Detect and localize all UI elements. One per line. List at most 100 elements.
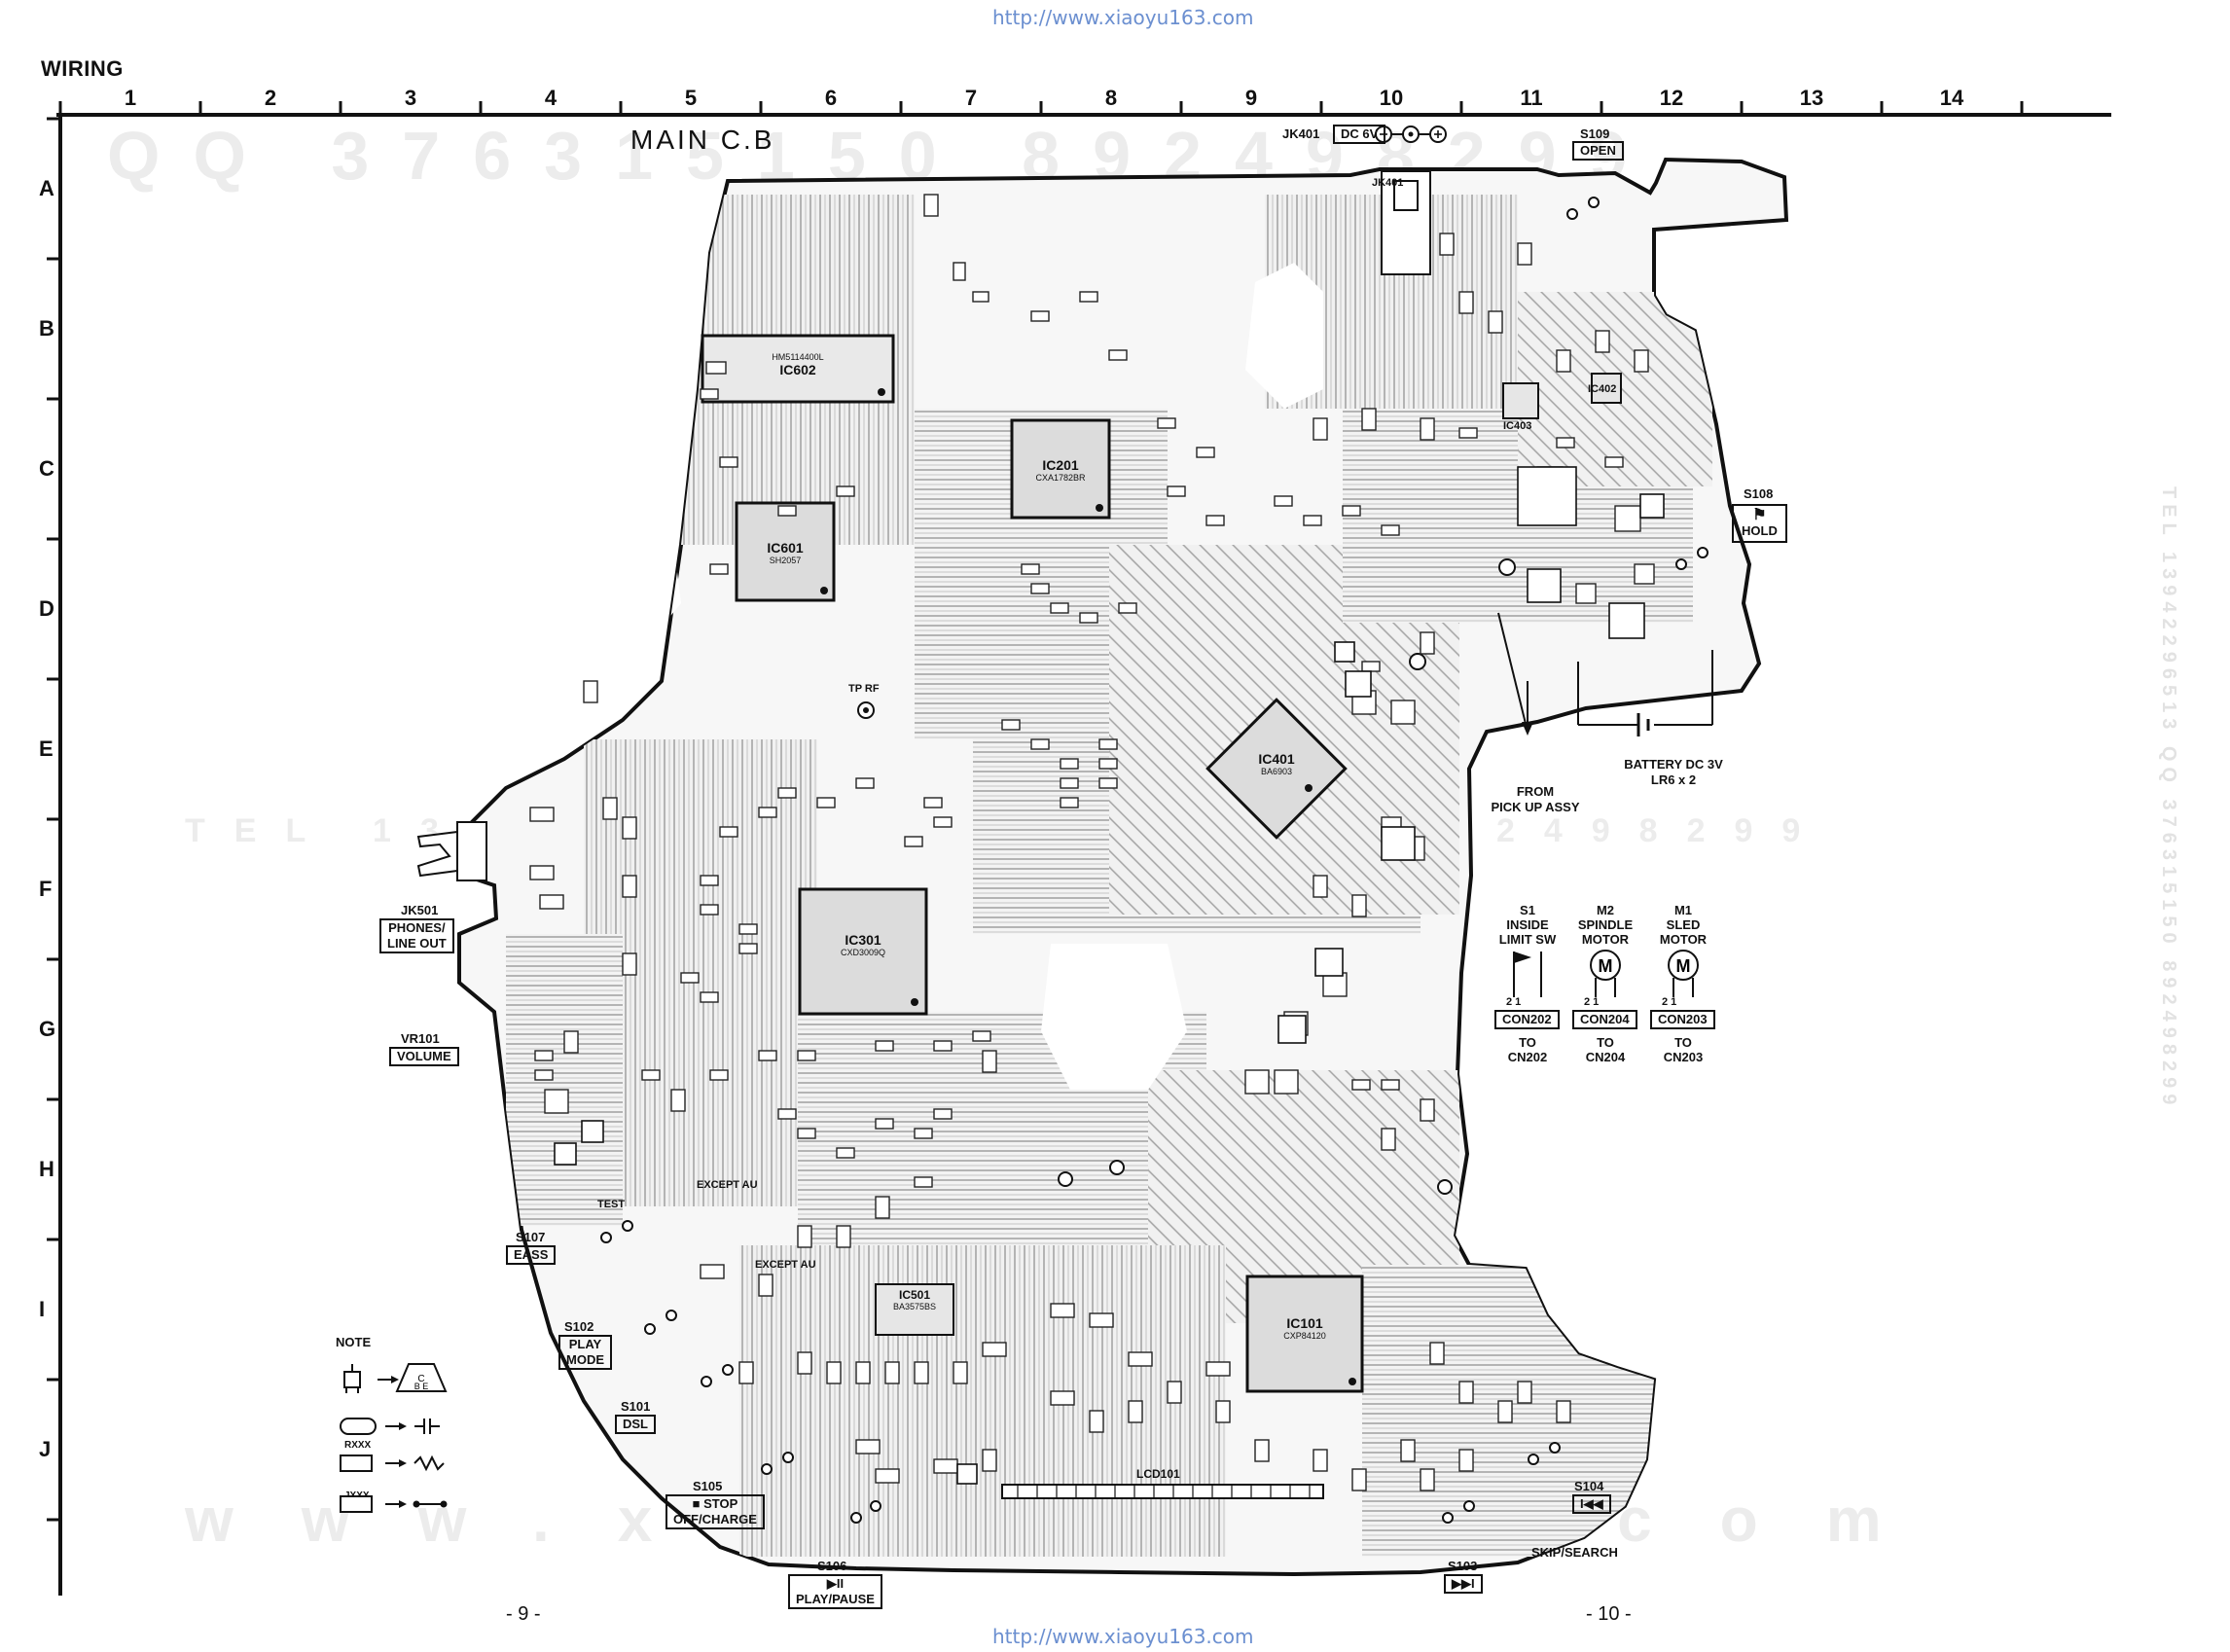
connector-symbols: M M [1513,950,1699,997]
con203-pins: 2 1 [1662,996,1677,1008]
ic101-part: CXP84120 [1283,1331,1326,1341]
con204-to-target: CN204 [1585,1050,1626,1064]
con202-to-word: TO [1519,1035,1536,1050]
hold-text: HOLD [1742,523,1778,538]
eass-badge[interactable]: EASS [506,1245,557,1265]
bottom-url[interactable]: http://www.xiaoyu163.com [992,1625,1254,1648]
grid-col-12: 12 [1659,86,1684,110]
grid-row-g: G [39,1017,56,1041]
battery-line1: BATTERY DC 3V [1624,757,1723,772]
connector-m2-desc1: SPINDLE [1577,917,1634,932]
ic602-part: HM5114400L [772,352,824,362]
con204-box: CON204 [1572,1010,1637,1029]
lcd101-label: LCD101 [1136,1467,1180,1481]
skip-search-label: SKIP/SEARCH [1531,1545,1618,1560]
svg-text:M: M [1599,956,1613,976]
grid-col-5: 5 [684,86,698,110]
grid-row-e: E [39,736,54,761]
grid-col-2: 2 [264,86,277,110]
con203-to-target: CN203 [1663,1050,1704,1064]
note-title: NOTE [336,1335,372,1349]
grid-row-a: A [39,176,54,200]
skip-forward-badge[interactable]: ▶▶I [1444,1574,1483,1594]
grid-row-b: B [39,316,54,341]
svg-text:C: C [417,1374,424,1384]
dsl-badge[interactable]: DSL [615,1415,656,1434]
ic401-label: IC401 BA6903 [1228,751,1325,776]
grid-col-3: 3 [404,86,417,110]
s104-label: S104 [1574,1479,1604,1493]
ic101-ref: IC101 [1286,1315,1323,1331]
ic301-label: IC301 CXD3009Q [800,932,926,957]
con202-pins: 2 1 [1506,996,1522,1008]
except-au-label-1: EXCEPT AU [697,1179,758,1191]
play-text: PLAY [568,1337,602,1351]
pickup-label: FROM PICK UP ASSY [1487,784,1584,815]
test-label: TEST [597,1199,626,1210]
play-pause-icon: ▶II [826,1576,845,1591]
transistor-symbol-icon [395,1363,448,1392]
svg-text:B E: B E [414,1382,429,1391]
play-mode-badge[interactable]: PLAY MODE [558,1335,612,1370]
phones-line-out-badge: PHONES/ LINE OUT [379,918,454,953]
volume-badge[interactable]: VOLUME [389,1047,459,1066]
s109-label: S109 [1580,126,1610,141]
grid-col-13: 13 [1799,86,1824,110]
ic301-ref: IC301 [845,932,881,948]
grid-col-6: 6 [824,86,838,110]
resistor-pad-icon [340,1454,373,1472]
ic401-ref: IC401 [1258,751,1295,767]
board-title: MAIN C.B [630,125,775,155]
ic602-ref: IC602 [779,362,816,377]
ic601-label: IC601 SH2057 [737,540,834,565]
spindle-motor-icon [1590,950,1621,981]
con202-to-target: CN202 [1507,1050,1548,1064]
con204-to-word: TO [1597,1035,1614,1050]
s107-label: S107 [516,1230,546,1244]
grid-col-1: 1 [124,86,137,110]
connector-m2-desc2: MOTOR [1581,932,1630,947]
ic403-ref: IC403 [1503,420,1532,432]
stop-text: ■ STOP [692,1496,738,1511]
s102-label: S102 [564,1319,594,1334]
grid-row-j: J [39,1437,52,1461]
ic501-part: BA3575BS [892,1302,937,1311]
hold-badge[interactable]: ⚑ HOLD [1732,504,1787,543]
grid-col-4: 4 [544,86,558,110]
con203-to-word: TO [1674,1035,1692,1050]
connector-m1-desc1: SLED [1666,917,1701,932]
pickup-line2: PICK UP ASSY [1491,800,1580,814]
except-au-label-2: EXCEPT AU [755,1259,816,1271]
con204-to: TO CN204 [1566,1035,1644,1064]
ic602-label: HM5114400L IC602 [702,352,893,377]
top-url[interactable]: http://www.xiaoyu163.com [992,6,1254,29]
battery-line2: LR6 x 2 [1650,772,1697,787]
ic501-ref: IC501 [898,1288,931,1302]
page-number-left: - 9 - [506,1603,541,1625]
jk401-label: JK401 [1282,126,1320,141]
grid-col-10: 10 [1379,86,1404,110]
ic601-ref: IC601 [767,540,804,556]
con202-to: TO CN202 [1489,1035,1566,1064]
mode-text: MODE [566,1352,604,1367]
con203-to: TO CN203 [1644,1035,1722,1064]
s106-label: S106 [817,1559,847,1573]
ic501-label: IC501 BA3575BS [876,1288,953,1311]
note-legend-symbols: C B E [340,1363,448,1513]
section-title: WIRING [41,56,124,81]
grid-col-8: 8 [1104,86,1118,110]
play-pause-badge[interactable]: ▶II PLAY/PAUSE [788,1574,882,1609]
stop-badge[interactable]: ■ STOP OFF/CHARGE [665,1494,765,1529]
open-badge[interactable]: OPEN [1572,141,1624,161]
skip-back-badge[interactable]: I◀◀ [1572,1494,1611,1514]
grid-row-c: C [39,456,54,481]
ic301-part: CXD3009Q [840,948,886,957]
connector-m1-desc2: MOTOR [1659,932,1708,947]
play-pause-text: PLAY/PAUSE [796,1592,875,1606]
page-number-right: - 10 - [1586,1603,1632,1625]
tp-rf-label: TP RF [848,683,880,695]
note-rxxx: RXXX [344,1440,372,1451]
grid-col-11: 11 [1520,86,1543,110]
